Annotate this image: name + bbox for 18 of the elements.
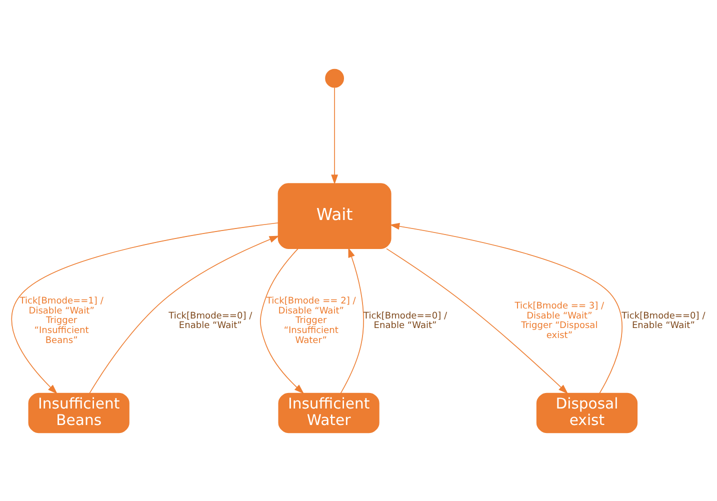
edge-label: Tick[Bmode == 2] / Disable “Wait” Trigger “Insufficient Water” — [266, 296, 356, 346]
edge-label: Tick[Bmode==0] / Enable “Wait” — [622, 310, 706, 331]
node-box: Disposal exist — [536, 392, 638, 433]
arrow — [390, 222, 622, 394]
arrow — [11, 222, 278, 394]
node-box: Insufficient Water — [278, 392, 380, 433]
arrow — [89, 235, 280, 393]
edge-label: Tick[Bmode==1] / Disable “Wait” Trigger “Insufficient Beans” — [20, 296, 104, 346]
arrow — [331, 86, 338, 184]
edge-label: Tick[Bmode==0] / Enable “Wait” — [168, 310, 252, 331]
edge-label: Tick[Bmode==0] / Enable “Wait” — [363, 310, 448, 331]
arrow — [340, 247, 364, 394]
edge-label: Tick[Bmode == 3] / Disable “Wait” Trigger “Disposal exist” — [514, 300, 604, 340]
arrow — [386, 248, 568, 394]
node-circle — [325, 68, 344, 88]
node-box: Insufficient Beans — [28, 392, 130, 433]
arrow — [260, 248, 304, 394]
node-box: Wait — [278, 182, 392, 248]
